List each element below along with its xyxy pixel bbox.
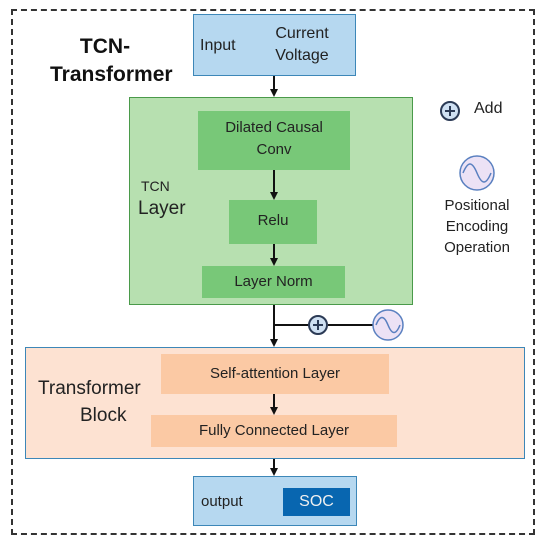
- soc-label: SOC: [299, 493, 334, 510]
- diagram-title: TCN- Transformer: [50, 33, 173, 89]
- current-label: Current: [275, 25, 329, 42]
- title-line-1: TCN-: [79, 35, 131, 58]
- positional-encoding-icon: [372, 309, 404, 341]
- legend-add-icon: [440, 101, 460, 121]
- legend-pe-line-1: Positional: [444, 197, 510, 214]
- dilated-causal-conv-block: [198, 111, 350, 170]
- legend-positional-encoding-icon: [459, 155, 495, 191]
- dilated-causal-conv-line-1: Dilated Causal: [225, 119, 323, 136]
- fully-connected-label: Fully Connected Layer: [198, 422, 350, 439]
- dilated-causal-conv-line-2: Conv: [256, 141, 292, 158]
- input-label: Input: [200, 37, 236, 54]
- fully-connected-block: [151, 415, 397, 447]
- soc-block: SOC: [283, 488, 350, 516]
- relu-block: [229, 200, 317, 244]
- voltage-label: Voltage: [275, 47, 329, 64]
- title-line-2: Transformer: [50, 63, 173, 86]
- outer-dashed-frame: [11, 9, 535, 535]
- self-attention-block: [161, 354, 389, 394]
- transformer-label-line-2: Block: [80, 405, 127, 426]
- legend-pe-line-3: Operation: [444, 239, 510, 256]
- add-operator-icon: [308, 315, 328, 335]
- relu-label: Relu: [257, 212, 289, 229]
- legend-add-label: Add: [474, 100, 503, 117]
- input-box: [193, 14, 356, 76]
- transformer-label-line-1: Transformer: [38, 378, 141, 399]
- legend-pe-line-2: Encoding: [445, 218, 509, 235]
- layer-norm-label: Layer Norm: [234, 273, 313, 290]
- self-attention-label: Self-attention Layer: [209, 365, 341, 382]
- output-label: output: [201, 493, 243, 510]
- tcn-label-big: Layer: [138, 198, 186, 219]
- tcn-label-small: TCN: [141, 178, 170, 194]
- layer-norm-block: [202, 266, 345, 298]
